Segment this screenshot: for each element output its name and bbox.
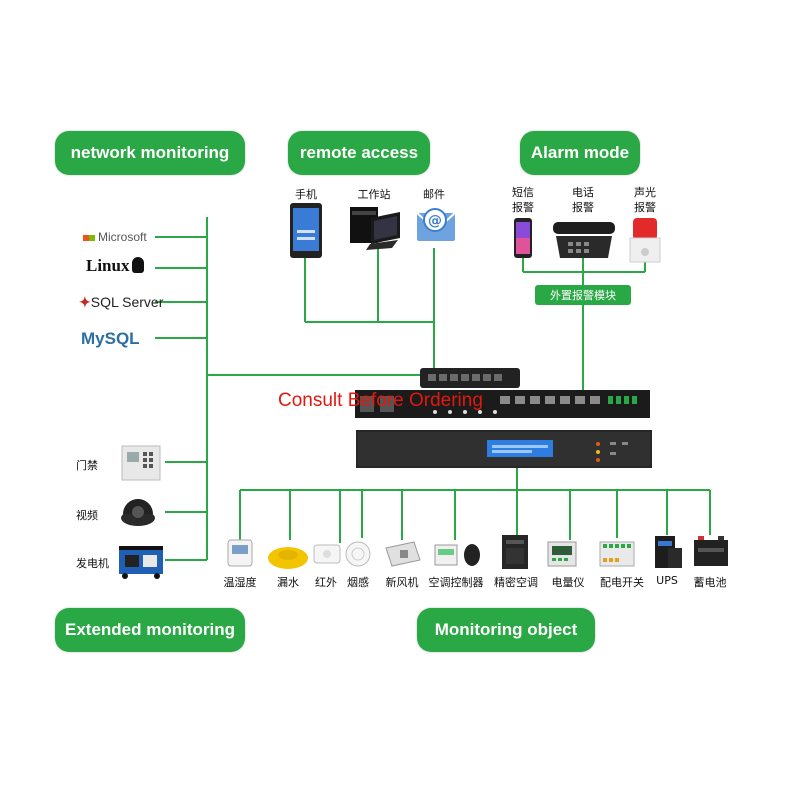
sql-server-label: SQL Server — [90, 294, 164, 310]
battery-icon — [694, 536, 728, 566]
alarm-label-sms-1: 短信 — [512, 186, 534, 199]
alarm-mode-header: Alarm mode — [520, 131, 640, 175]
extended-label-generator: 发电机 — [76, 557, 109, 570]
linux-logo: Linux — [86, 256, 145, 276]
network-switch — [420, 368, 520, 388]
object-label-ups: UPS — [656, 574, 678, 587]
workstation-icon — [350, 207, 400, 250]
alarm-label-sms-2: 报警 — [512, 201, 534, 214]
siren-alarm-icon — [629, 218, 661, 263]
monitoring-object-header: Monitoring object — [417, 608, 595, 652]
object-label-power-meter: 电量仪 — [551, 576, 585, 589]
object-label-infrared: 红外 — [315, 576, 337, 589]
dome-camera-icon — [121, 499, 155, 526]
alarm-label-sound-light-2: 报警 — [634, 201, 656, 214]
alarm-label-phone-2: 报警 — [572, 201, 594, 214]
alarm-label-sound-light-1: 声光 — [634, 186, 656, 199]
alarm-label-phone: 电话 报警 — [565, 185, 601, 215]
svg-text:@: @ — [428, 213, 442, 229]
ups-icon — [655, 536, 682, 568]
access-control-icon — [121, 445, 161, 481]
remote-label-workstation: 工作站 — [357, 188, 391, 201]
generator-icon — [119, 546, 163, 579]
alarm-module-badge: 外置报警模块 — [535, 285, 631, 305]
microsoft-label: Microsoft — [98, 230, 147, 244]
remote-access-header: remote access — [288, 131, 430, 175]
monitoring-host-front — [356, 430, 652, 468]
object-label-temp-humidity: 温湿度 — [223, 576, 257, 589]
ac-controller-icon — [434, 544, 480, 566]
mobile-phone-icon — [514, 218, 532, 258]
connection-lines — [155, 217, 711, 561]
linux-label: Linux — [86, 256, 130, 275]
remote-label-phone: 手机 — [295, 188, 317, 201]
microsoft-logo: Microsoft — [83, 230, 147, 244]
monitoring-host-rear — [355, 390, 650, 418]
distribution-switch-icon — [599, 541, 635, 567]
mysql-label: MySQL — [81, 329, 140, 348]
extended-label-video: 视频 — [76, 509, 98, 522]
alarm-label-sound-light: 声光 报警 — [627, 185, 663, 215]
smoke-detector-icon — [345, 541, 371, 567]
object-label-smoke: 烟感 — [347, 576, 369, 589]
temperature-humidity-sensor-icon — [227, 539, 253, 567]
email-icon: @ — [416, 208, 456, 241]
object-label-battery: 蓄电池 — [693, 576, 727, 589]
phone-tablet-icon — [290, 203, 322, 258]
object-label-fresh-air: 新风机 — [385, 576, 419, 589]
precision-ac-icon — [502, 535, 528, 569]
sql-server-logo: ✦SQL Server — [79, 294, 164, 310]
fresh-air-unit-icon — [385, 541, 421, 567]
object-label-distribution-switch: 配电开关 — [600, 576, 644, 589]
network-monitoring-header: network monitoring — [55, 131, 245, 175]
extended-monitoring-header: Extended monitoring — [55, 608, 245, 652]
alarm-label-phone-1: 电话 — [572, 186, 594, 199]
object-label-water-leak: 漏水 — [277, 576, 299, 589]
water-leak-sensor-icon — [268, 547, 308, 569]
alarm-label-sms: 短信 报警 — [505, 185, 541, 215]
object-label-ac-controller: 空调控制器 — [428, 576, 484, 589]
infrared-sensor-icon — [313, 544, 341, 564]
remote-label-email: 邮件 — [423, 188, 445, 201]
desk-telephone-icon — [553, 222, 615, 258]
power-meter-icon — [547, 541, 577, 567]
object-label-precision-ac: 精密空调 — [494, 576, 538, 589]
extended-label-access-control: 门禁 — [76, 459, 98, 472]
mysql-logo: MySQL — [81, 329, 140, 349]
consult-watermark: Consult Before Ordering — [278, 390, 483, 411]
